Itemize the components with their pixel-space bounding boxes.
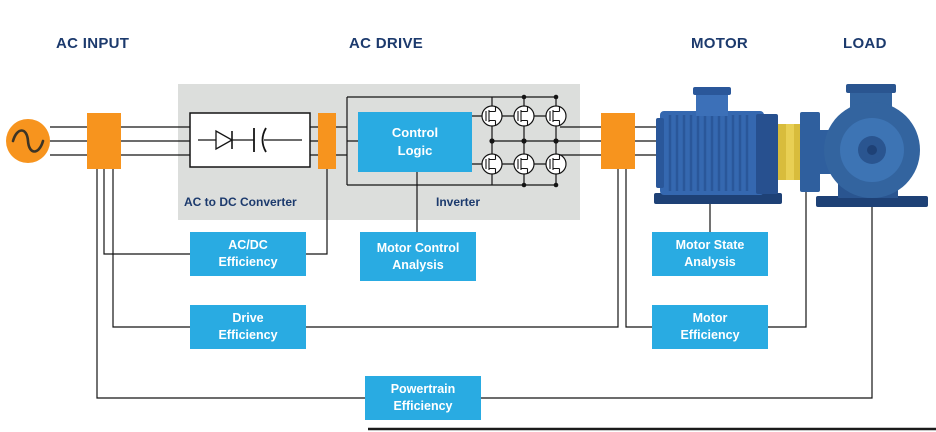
igbt-transistor-icon <box>513 153 535 175</box>
ac-dc-converter-box <box>189 112 311 168</box>
control-logic-box: Control Logic <box>358 112 472 172</box>
drive-efficiency-label: Drive Efficiency <box>218 311 278 342</box>
centrifugal-pump-illustration <box>800 84 928 207</box>
control-logic-label: Control Logic <box>391 125 439 158</box>
motor-control-analysis-label: Motor Control Analysis <box>376 240 460 272</box>
heading-load: LOAD <box>843 35 887 52</box>
motor-state-analysis-box: Motor State Analysis <box>652 232 768 276</box>
ac-sine-source-icon <box>6 119 50 163</box>
igbt-transistor-icon <box>545 105 567 127</box>
shaft-coupling-illustration <box>778 124 802 180</box>
electric-motor-illustration <box>654 87 802 204</box>
junction-dots <box>489 94 559 188</box>
heading-motor: MOTOR <box>691 35 749 52</box>
inverter-bridge <box>481 94 567 188</box>
dc-bus-sensor-box <box>318 113 336 169</box>
heading-ac-drive: AC DRIVE <box>349 35 424 52</box>
motor-efficiency-box: Motor Efficiency <box>652 305 768 349</box>
powertrain-efficiency-label: Powertrain Efficiency <box>390 382 456 413</box>
powertrain-efficiency-box: Powertrain Efficiency <box>365 376 481 420</box>
drive-efficiency-box: Drive Efficiency <box>190 305 306 349</box>
inverter-label: Inverter <box>436 195 481 209</box>
converter-label: AC to DC Converter <box>184 195 297 209</box>
motor-state-analysis-label: Motor State Analysis <box>675 238 745 269</box>
motor-efficiency-label: Motor Efficiency <box>680 311 740 342</box>
output-sensor-box <box>601 113 635 169</box>
igbt-transistor-icon <box>545 153 567 175</box>
diode-icon <box>215 129 234 151</box>
motor-control-analysis-box: Motor Control Analysis <box>360 232 476 281</box>
acdc-efficiency-box: AC/DC Efficiency <box>190 232 306 276</box>
heading-ac-input: AC INPUT <box>56 35 130 52</box>
input-sensor-box <box>87 113 121 169</box>
igbt-transistor-icon <box>481 153 503 175</box>
igbt-transistor-icon <box>513 105 535 127</box>
acdc-efficiency-label: AC/DC Efficiency <box>218 238 278 269</box>
igbt-transistor-icon <box>481 105 503 127</box>
